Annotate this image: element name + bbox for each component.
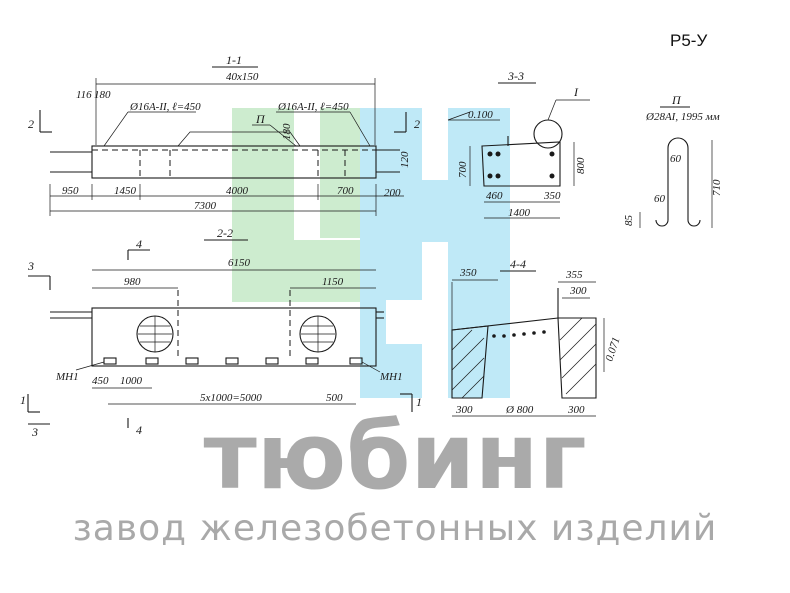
- dim-500: 500: [326, 392, 343, 404]
- mark-I-label: I: [573, 85, 579, 99]
- section-mark-3-bottom: 3: [31, 425, 38, 439]
- rebar-left-label: Ø16A-II, ℓ=450: [129, 101, 201, 113]
- rebar-right-label: Ø16A-II, ℓ=450: [277, 101, 349, 113]
- dim-300-top: 300: [569, 285, 587, 297]
- dim-710: 710: [711, 179, 723, 196]
- section-1-1-size: 40x150: [226, 71, 259, 83]
- beam-plan-outline: [91, 307, 377, 367]
- dim-980: 980: [124, 276, 141, 288]
- dim-355: 355: [565, 269, 583, 281]
- dim-300-right: 300: [567, 404, 585, 416]
- watermark: тюбинг завод железобетонных изделий: [73, 403, 718, 549]
- section-3-3-title: 3-3: [507, 69, 524, 83]
- section-1-1-title: 1-1: [226, 53, 242, 67]
- embedded-plates: [103, 357, 363, 365]
- dim-60-a: 60: [670, 153, 682, 165]
- dim-180-a: 180: [94, 89, 111, 101]
- section-mark-1-right: 1: [416, 395, 422, 409]
- dim-120: 120: [399, 151, 411, 168]
- detail-P-bar: [667, 137, 689, 220]
- view-section-4-4: 4-4 350 355 300: [451, 257, 623, 417]
- section-mark-4-top: 4: [136, 237, 142, 251]
- node-I-circle: [533, 119, 563, 149]
- view-section-2-2: 4 2-2 6150 980 1150 3: [20, 226, 422, 439]
- section-mark-2-right: 2: [414, 117, 420, 131]
- rebar-dots-44: [492, 330, 546, 338]
- dim-116: 116: [76, 89, 92, 101]
- dim-460: 460: [486, 190, 503, 202]
- mn1-right-label: МН1: [379, 371, 403, 383]
- mn1-left-label: МН1: [55, 371, 79, 383]
- dim-350-33: 350: [543, 190, 561, 202]
- section-mark-1-left: 1: [20, 393, 26, 407]
- section-4-4-title: 4-4: [510, 257, 526, 271]
- dim-85: 85: [623, 215, 635, 227]
- detail-P-callout: П: [255, 112, 266, 126]
- detail-P-title: П: [671, 93, 682, 107]
- dim-1400: 1400: [508, 207, 531, 219]
- section-mark-2-left: 2: [28, 117, 34, 131]
- watermark-main: тюбинг: [203, 403, 586, 510]
- view-section-1-1: 1-1 40x150 Ø16A-II, ℓ=450 Ø16A-II, ℓ=450…: [28, 53, 420, 216]
- dim-1150: 1150: [322, 276, 344, 288]
- section-mark-4-bottom: 4: [136, 423, 142, 437]
- dim-6150: 6150: [228, 257, 251, 269]
- dim-180-b: 180: [281, 123, 293, 140]
- section-3-3-profile: [481, 141, 561, 187]
- view-section-3-3: 3-3 I 0.100 700 800 460 350 1400: [447, 69, 590, 219]
- detail-P-spec: Ø28AI, 1995 мм: [645, 111, 720, 123]
- dim-1000: 1000: [120, 375, 143, 387]
- section-4-4-right-wall: [557, 317, 597, 399]
- dim-0071: 0.071: [603, 336, 622, 363]
- dim-4000: 4000: [226, 185, 249, 197]
- section-mark-3-left: 3: [27, 259, 34, 273]
- dim-700-33: 700: [457, 161, 469, 178]
- dim-450: 450: [92, 375, 109, 387]
- product-code: Р5-У: [670, 31, 707, 50]
- beam-ramp: [177, 131, 301, 147]
- dim-D800: Ø 800: [505, 404, 534, 416]
- dim-700: 700: [337, 185, 354, 197]
- dim-1450: 1450: [114, 185, 137, 197]
- dim-0100: 0.100: [468, 109, 493, 121]
- dim-350-44: 350: [459, 267, 477, 279]
- logo-blocks: [232, 108, 510, 398]
- dim-950: 950: [62, 185, 79, 197]
- dim-60-b: 60: [654, 193, 666, 205]
- dim-5x1000: 5x1000=5000: [200, 392, 262, 404]
- dim-800-33: 800: [575, 157, 587, 174]
- dim-7300: 7300: [194, 200, 217, 212]
- dim-300-left: 300: [455, 404, 473, 416]
- section-2-2-title: 2-2: [217, 226, 233, 240]
- beam-top-outline: [91, 145, 377, 179]
- watermark-sub: завод железобетонных изделий: [73, 508, 718, 549]
- detail-P: П Ø28AI, 1995 мм 60 60 710 85: [623, 93, 723, 228]
- dim-200: 200: [384, 187, 401, 199]
